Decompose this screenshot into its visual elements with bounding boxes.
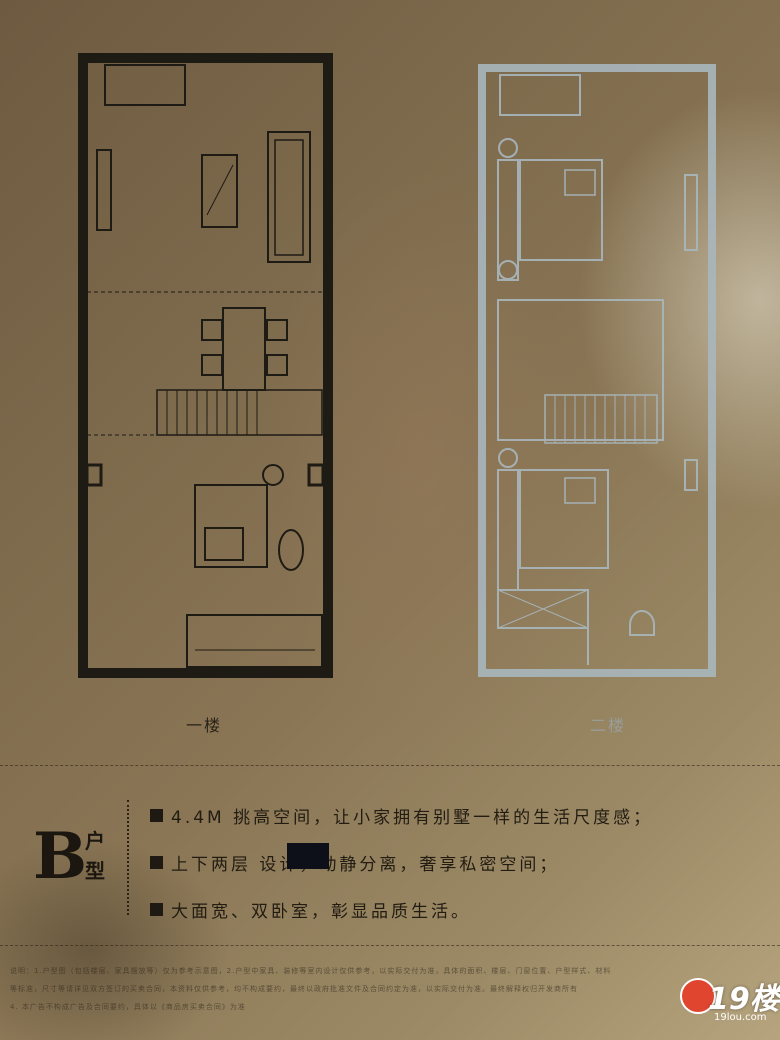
watermark-url: 19lou.com [714, 1012, 767, 1023]
floor1-label: 一楼 [186, 716, 223, 735]
disclaimer-line: 等标准，尺寸等请详见双方签订的买卖合同，本资料仅供参考，均不构成要约，最终以政府… [10, 985, 578, 993]
floor1-plan [78, 53, 333, 678]
disclaimer-text: 说明：1.户型图（包括楼层、家具摆放等）仅为参考示意图，2.户型中家具、装修等室… [10, 962, 710, 1016]
watermark-logo-text: 19楼 [708, 982, 780, 1017]
feature-list: 4.4M 挑高空间，让小家拥有别墅一样的生活尺度感； 上下两层 设计，动静分离，… [150, 795, 760, 936]
watermark-logo-icon [680, 978, 716, 1014]
feature-text: 上下两层 设计，动静分离，奢享私密空间； [171, 854, 560, 875]
site-watermark: 19楼 19lou.com [680, 972, 780, 1032]
floor2-plan [478, 64, 716, 677]
feature-item: 上下两层 设计，动静分离，奢享私密空间； [150, 842, 760, 882]
section-divider [0, 765, 780, 766]
feature-item: 4.4M 挑高空间，让小家拥有别墅一样的生活尺度感； [150, 795, 760, 835]
redaction-block [287, 843, 329, 869]
feature-text: 大面宽、双卧室，彰显品质生活。 [171, 901, 471, 922]
disclaimer-line: 4. 本广告不构成广告及合同要约，具体以《商品房买卖合同》为准 [10, 1003, 246, 1011]
square-bullet-icon [150, 808, 163, 822]
unit-type-badge: B 户型 [33, 822, 123, 892]
unit-letter: B [33, 819, 88, 894]
disclaimer-line: 说明：1.户型图（包括楼层、家具摆放等）仅为参考示意图，2.户型中家具、装修等室… [10, 967, 612, 975]
floor2-label: 二楼 [590, 716, 627, 735]
feature-item: 大面宽、双卧室，彰显品质生活。 [150, 889, 760, 929]
badge-separator [127, 800, 129, 915]
feature-text: 4.4M 挑高空间，让小家拥有别墅一样的生活尺度感； [171, 807, 654, 828]
square-bullet-icon [150, 902, 163, 916]
unit-suffix: 户型 [85, 829, 105, 883]
square-bullet-icon [150, 855, 163, 869]
section-divider [0, 945, 780, 946]
